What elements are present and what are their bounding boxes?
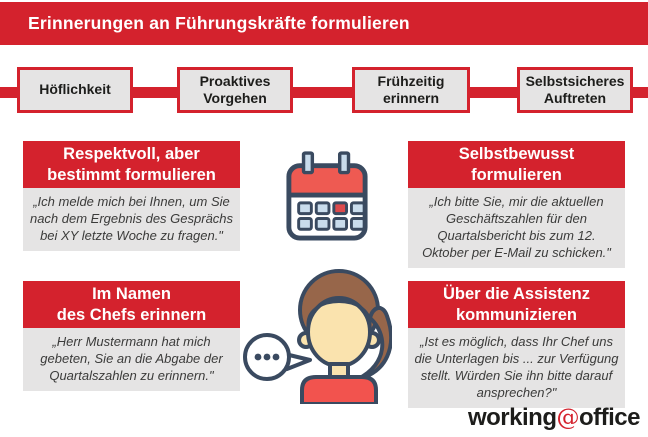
calendar-icon	[284, 151, 370, 243]
process-step-label: Frühzeitig erinnern	[377, 72, 445, 106]
process-step-label: Höflichkeit	[39, 81, 111, 98]
page-title: Erinnerungen an Führungskräfte formulier…	[28, 13, 410, 33]
process-step-hoeflichkeit: Höflichkeit	[17, 67, 133, 113]
advice-block-selbstbewusst: Selbstbewusst formulieren „Ich bitte Sie…	[408, 141, 625, 268]
advice-block-title: Selbstbewusst formulieren	[408, 141, 625, 189]
assistant-with-speech-bubble-icon	[240, 266, 392, 404]
process-step-selbstsicheres-auftreten: Selbstsicheres Auftreten	[517, 67, 633, 113]
advice-block-quote: „Herr Mustermann hat mich gebeten, Sie a…	[23, 328, 240, 391]
advice-block-title: Im Namen des Chefs erinnern	[23, 281, 240, 329]
advice-block-im-namen-des-chefs: Im Namen des Chefs erinnern „Herr Muster…	[23, 281, 240, 391]
advice-block-title: Über die Assistenz kommunizieren	[408, 281, 625, 329]
advice-block-ueber-die-assistenz: Über die Assistenz kommunizieren „Ist es…	[408, 281, 625, 408]
process-step-label: Proaktives Vorgehen	[199, 72, 271, 106]
advice-block-title: Respektvoll, aber bestimmt formulieren	[23, 141, 240, 189]
process-step-fruehzeitig-erinnern: Frühzeitig erinnern	[352, 67, 470, 113]
logo-word-office: office	[578, 404, 641, 431]
title-bar: Erinnerungen an Führungskräfte formulier…	[0, 2, 648, 45]
process-step-label: Selbstsicheres Auftreten	[525, 72, 625, 106]
process-connector-line	[0, 87, 648, 98]
advice-block-quote: „Ich melde mich bei Ihnen, um Sie nach d…	[23, 188, 240, 251]
advice-block-respektvoll: Respektvoll, aber bestimmt formulieren „…	[23, 141, 240, 251]
advice-block-quote: „Ist es möglich, dass Ihr Chef uns die U…	[408, 328, 625, 408]
logo-at-sign: @	[556, 405, 579, 431]
logo-word-working: working	[467, 404, 557, 431]
working-office-logo: working@office	[467, 404, 641, 432]
advice-block-quote: „Ich bitte Sie, mir die aktuellen Geschä…	[408, 188, 625, 268]
process-step-proaktives-vorgehen: Proaktives Vorgehen	[177, 67, 293, 113]
